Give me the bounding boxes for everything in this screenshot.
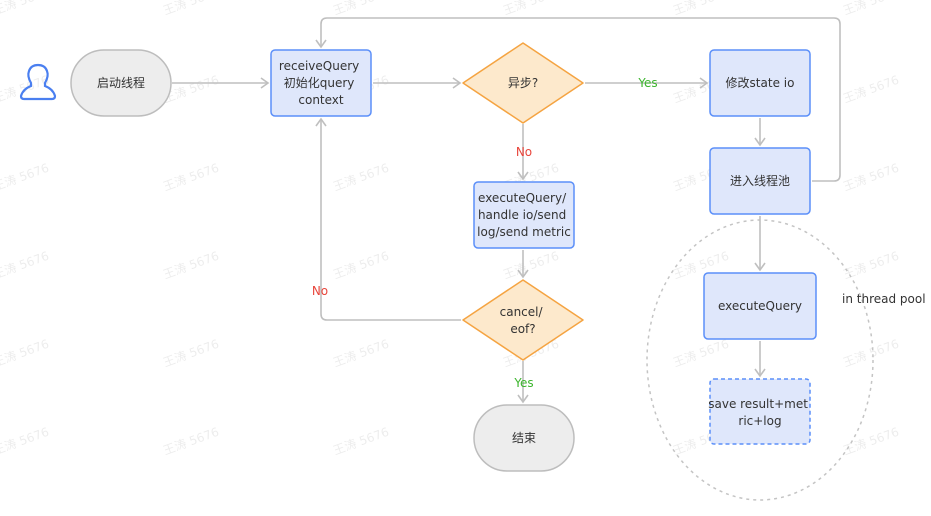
start-node (70, 49, 172, 117)
watermark-text: 王涛 5676 (161, 0, 221, 18)
save-result-node (709, 378, 811, 445)
watermark-text: 王涛 5676 (161, 160, 221, 194)
watermark-text: 王涛 5676 (0, 0, 51, 18)
save-result-label: save result+met ric+log (708, 397, 812, 428)
watermark-text: 王涛 5676 (841, 72, 901, 106)
execute-pool-node (703, 272, 817, 340)
edge-pool-loop-back (315, 17, 841, 182)
start-label: 启动线程 (97, 75, 145, 90)
label-cancel-yes: Yes (513, 376, 533, 390)
watermark-text: 王涛 5676 (331, 0, 391, 18)
execute-sync-label: executeQuery/ handle io/send log/send me… (477, 191, 571, 239)
watermark-text: 王涛 5676 (671, 0, 731, 18)
watermark-text: 王涛 5676 (0, 424, 51, 458)
watermark-text: 王涛 5676 (161, 248, 221, 282)
watermark-text: 王涛 5676 (841, 160, 901, 194)
watermark-text: 王涛 5676 (841, 248, 901, 282)
watermark-text: 王涛 5676 (0, 160, 51, 194)
watermark-text: 王涛 5676 (331, 424, 391, 458)
cancel-decision-label: cancel/ eof? (500, 305, 547, 336)
watermark-text: 王涛 5676 (841, 424, 901, 458)
watermark-text: 王涛 5676 (0, 248, 51, 282)
watermark-text: 王涛 5676 (501, 0, 561, 18)
edge-cancel-no (315, 117, 461, 321)
async-decision-label: 异步? (508, 76, 538, 90)
watermark-text: 王涛 5676 (331, 160, 391, 194)
watermark-text: 王涛 5676 (161, 424, 221, 458)
watermark-text: 王涛 5676 (331, 248, 391, 282)
cancel-decision-node (462, 279, 584, 361)
watermark-text: 王涛 5676 (0, 336, 51, 370)
user-icon (19, 63, 57, 101)
watermark-text: 王涛 5676 (161, 336, 221, 370)
async-decision-node (462, 42, 584, 124)
watermark-text: 王涛 5676 (841, 0, 901, 18)
modify-state-label: 修改state io (726, 75, 795, 90)
thread-pool-label: in thread pool (842, 292, 926, 306)
watermark-text: 王涛 5676 (841, 336, 901, 370)
label-cancel-no: No (312, 284, 328, 298)
execute-pool-label: executeQuery (718, 299, 802, 313)
modify-state-node (709, 49, 811, 117)
enter-pool-label: 进入线程池 (730, 173, 790, 188)
end-node (473, 404, 575, 472)
execute-sync-node (473, 181, 575, 249)
enter-pool-node (709, 147, 811, 215)
watermark-text: 王涛 5676 (501, 248, 561, 282)
label-async-yes: Yes (637, 76, 657, 90)
watermark-text: 王涛 5676 (331, 336, 391, 370)
label-async-no: No (516, 145, 532, 159)
watermark-text: 王涛 5676 (671, 336, 731, 370)
receive-query-node (270, 49, 372, 117)
receive-query-label: receiveQuery 初始化query context (279, 59, 363, 107)
end-label: 结束 (512, 431, 536, 445)
